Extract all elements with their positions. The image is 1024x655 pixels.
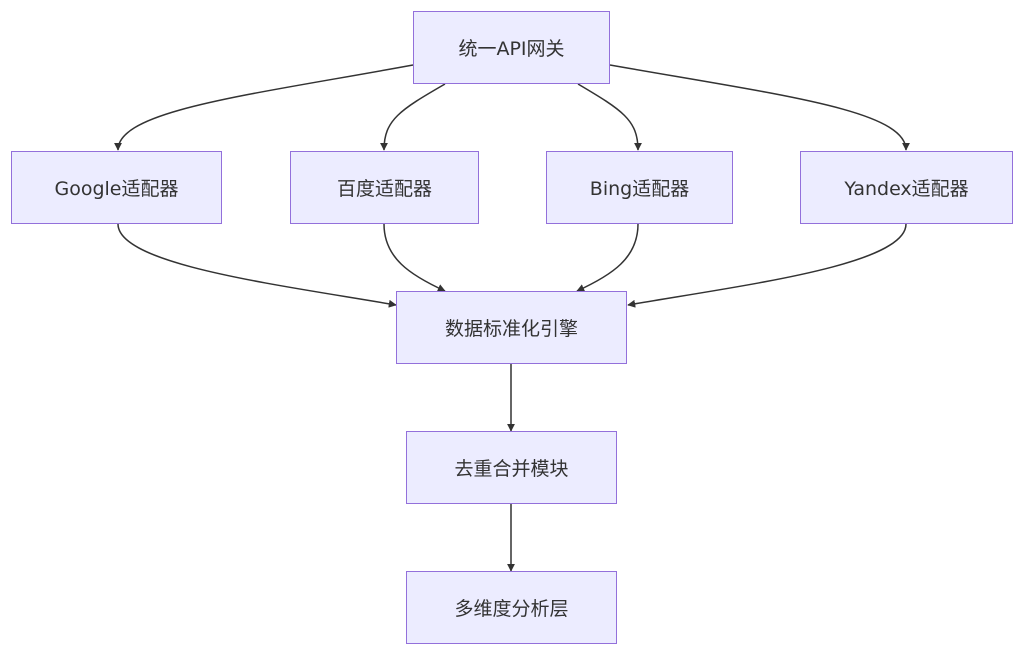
node-gateway-label: 统一API网关: [458, 38, 565, 60]
node-normalization-engine: 数据标准化引擎: [396, 291, 627, 364]
node-baidu-adapter-label: 百度适配器: [336, 178, 432, 200]
edge-gateway-google: [114, 64, 414, 151]
node-normalization-engine-label: 数据标准化引擎: [444, 318, 578, 340]
node-dedup-merge-module: 去重合并模块: [406, 431, 617, 504]
node-gateway: 统一API网关: [413, 11, 610, 84]
node-bing-adapter-label: Bing适配器: [589, 178, 690, 200]
edge-bing-normalize: [576, 223, 639, 292]
node-yandex-adapter-label: Yandex适配器: [844, 178, 969, 200]
node-dedup-merge-module-label: 去重合并模块: [454, 458, 569, 480]
node-multidimensional-analysis-label: 多维度分析层: [454, 598, 569, 620]
edge-google-normalize: [117, 223, 397, 308]
node-google-adapter: Google适配器: [11, 151, 222, 224]
node-multidimensional-analysis: 多维度分析层: [406, 571, 617, 644]
edge-yandex-normalize: [627, 223, 907, 308]
edge-baidu-normalize: [383, 223, 446, 292]
edge-gateway-baidu: [380, 83, 446, 151]
node-baidu-adapter: 百度适配器: [290, 151, 479, 224]
edge-gateway-bing: [577, 83, 642, 151]
node-google-adapter-label: Google适配器: [54, 178, 179, 200]
node-bing-adapter: Bing适配器: [546, 151, 733, 224]
edge-gateway-yandex: [609, 64, 910, 151]
node-yandex-adapter: Yandex适配器: [800, 151, 1013, 224]
